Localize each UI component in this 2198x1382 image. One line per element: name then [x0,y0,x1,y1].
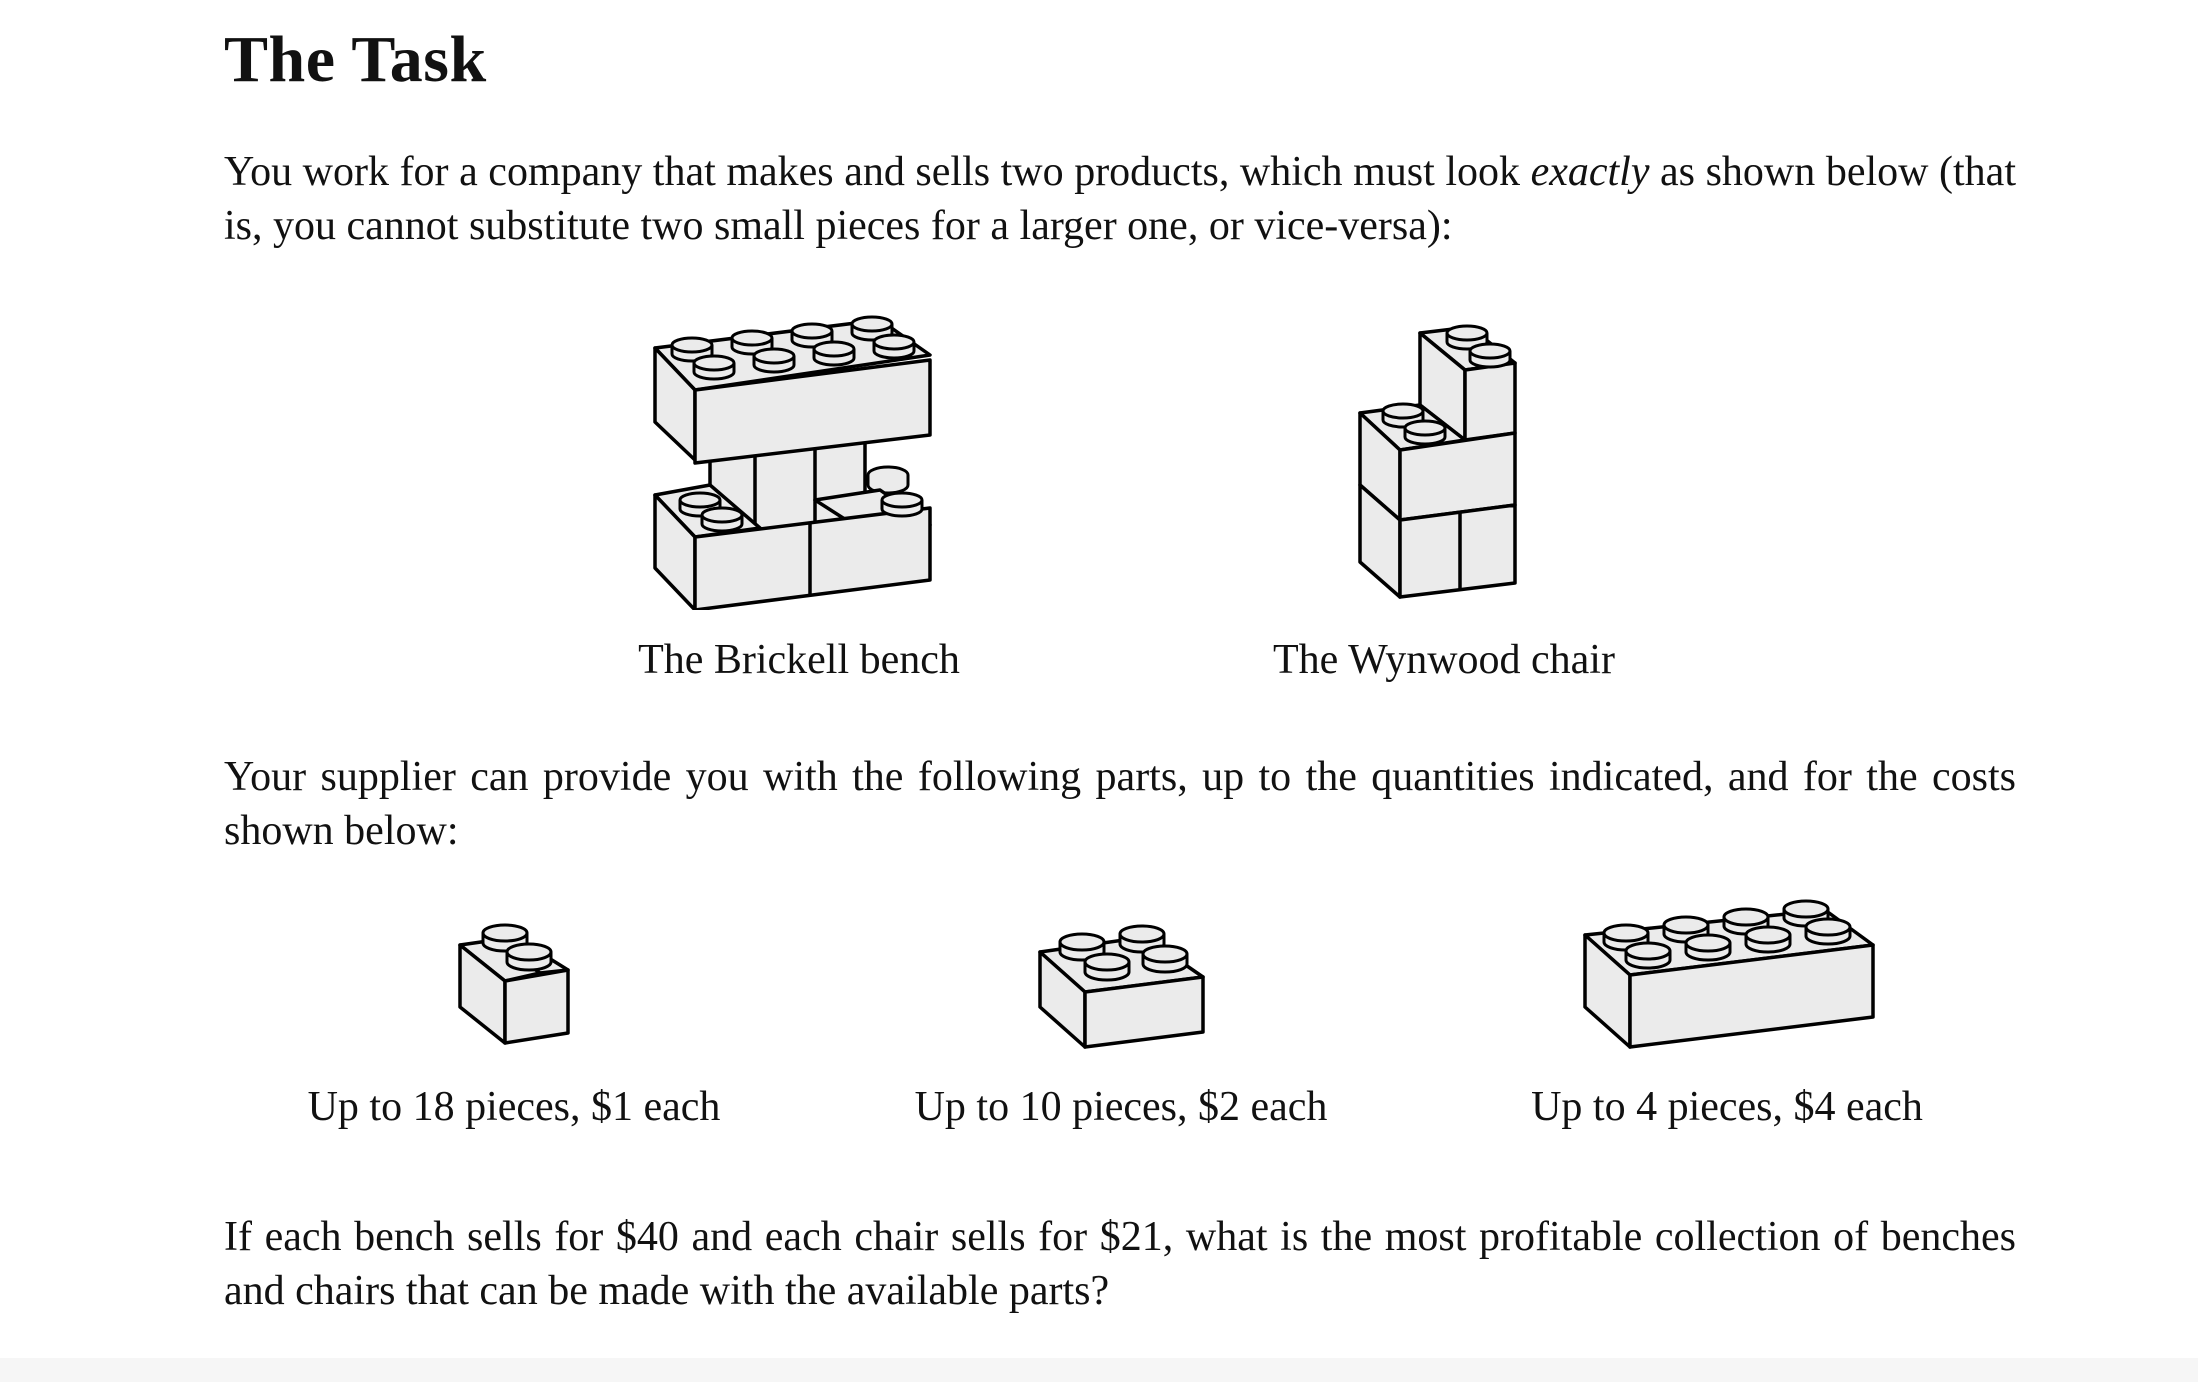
chair-label: The Wynwood chair [1273,637,1615,683]
brick-2x4-icon [1583,899,1875,1049]
page-bottom-edge [0,1358,2198,1382]
intro-paragraph: You work for a company that makes and se… [224,145,2016,253]
intro-emphasis: exactly [1530,149,1650,195]
supplier-paragraph: Your supplier can provide you with the f… [224,754,2016,854]
question-paragraph: If each bench sells for $40 and each cha… [224,1214,2016,1314]
intro-text-2: as shown below (that is, you cannot subs… [224,149,2016,249]
part-2x2-label: Up to 10 pieces, $2 each [914,1084,1328,1130]
part-2x4-label: Up to 4 pieces, $4 each [1531,1084,1923,1130]
part-1x2-label: Up to 18 pieces, $1 each [307,1084,721,1130]
brick-1x2-icon [458,923,570,1045]
brick-2x2-icon [1038,924,1205,1049]
intro-text-1: You work for a company that makes and se… [224,149,1531,195]
bench-brick-assembly-icon [653,315,932,610]
bench-label: The Brickell bench [638,637,960,683]
chair-brick-assembly-icon [1358,324,1517,599]
page-title: The Task [224,23,487,96]
